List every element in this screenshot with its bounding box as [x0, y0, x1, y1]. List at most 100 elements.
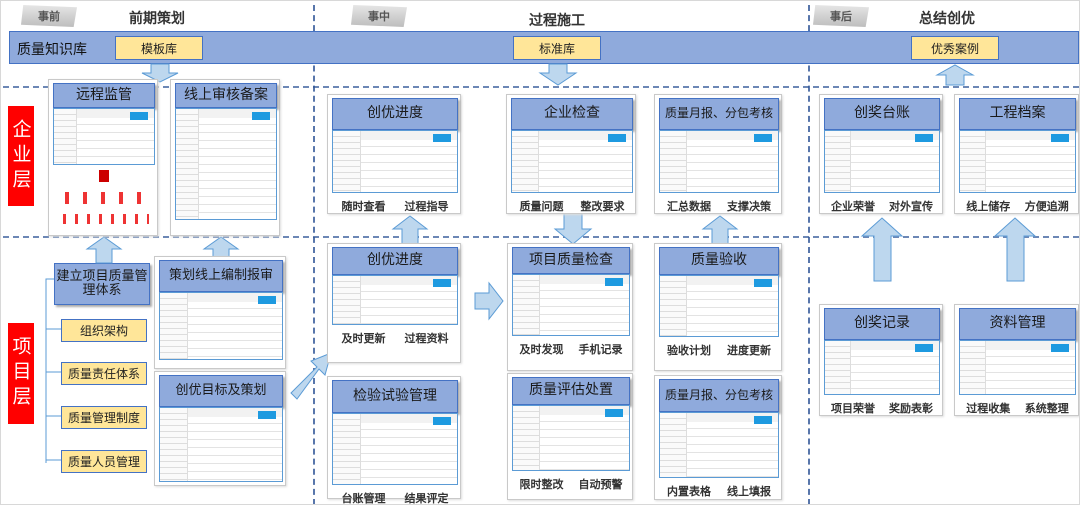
card-project-archive[interactable]: 工程档案线上储存方便追溯	[954, 94, 1079, 214]
thumbnail-button	[915, 134, 933, 142]
arrow-right-icon	[474, 281, 504, 321]
screenshot-thumbnail	[332, 275, 458, 325]
arrow-up-icon	[701, 215, 739, 246]
card-captions: 验收计划进度更新	[659, 342, 779, 358]
arrow-up-icon	[993, 217, 1037, 282]
caption: 质量问题	[519, 200, 564, 213]
phase-flag-before: 事前	[21, 5, 77, 27]
card-title: 质量月报、分包考核	[659, 379, 779, 412]
caption: 汇总数据	[667, 200, 711, 213]
screenshot-thumbnail	[332, 413, 458, 485]
system-title: 建立项目质量管理体系	[54, 263, 150, 305]
thumbnail-button	[433, 279, 451, 287]
card-test-management[interactable]: 检验试验管理台账管理结果评定	[327, 376, 461, 504]
arrow-down-icon	[553, 212, 593, 245]
caption: 支撑决策	[727, 200, 771, 213]
caption: 过程资料	[404, 332, 449, 345]
phase-title-planning: 前期策划	[129, 11, 185, 27]
thumbnail-button	[754, 279, 772, 287]
arrow-up-icon	[85, 236, 123, 264]
card-award-ledger[interactable]: 创奖台账企业荣誉对外宣传	[819, 94, 943, 214]
card-captions: 汇总数据 支撑决策	[659, 198, 779, 214]
thumbnail-button	[605, 278, 623, 286]
screenshot-thumbnail	[659, 130, 779, 193]
card-award-record[interactable]: 创奖记录项目荣誉奖励表彰	[819, 304, 943, 416]
card-monthly-report-project[interactable]: 质量月报、分包考核内置表格线上填报	[654, 375, 782, 500]
card-captions: 质量问题 整改要求	[511, 198, 633, 214]
card-captions: 台账管理结果评定	[332, 490, 458, 505]
layer-divider	[3, 86, 1079, 88]
caption: 及时发现	[519, 343, 564, 356]
card-title: 创优进度	[332, 247, 458, 275]
system-item-org: 组织架构	[61, 319, 147, 342]
screenshot-thumbnail	[175, 108, 277, 220]
layer-divider	[3, 236, 1079, 238]
card-captions: 项目荣誉奖励表彰	[824, 400, 940, 416]
caption: 进度更新	[727, 344, 771, 357]
card-project-inspection[interactable]: 项目质量检查及时发现手机记录	[507, 243, 633, 371]
knowledge-base-label: 质量知识库	[17, 42, 87, 58]
card-title: 质量评估处置	[512, 377, 630, 405]
card-monthly-report[interactable]: 质量月报、分包考核汇总数据支撑决策	[654, 94, 782, 214]
screenshot-thumbnail	[159, 407, 283, 482]
caption: 及时更新	[341, 332, 386, 345]
screenshot-thumbnail	[959, 130, 1076, 193]
card-captions: 企业荣誉对外宣传	[824, 198, 940, 214]
arrow-up-icon	[935, 64, 975, 86]
standard-library[interactable]: 标准库	[513, 36, 601, 60]
phase-divider	[313, 5, 315, 504]
thumbnail-button	[258, 411, 276, 419]
screenshot-thumbnail	[511, 130, 633, 193]
card-captions: 及时发现 手机记录	[512, 341, 630, 357]
card-remote-monitoring[interactable]: 远程监管	[48, 79, 158, 236]
phase-flag-after: 事后	[813, 5, 869, 27]
layer-enterprise: 企业层	[8, 106, 34, 206]
card-title: 线上审核备案	[175, 83, 277, 108]
thumbnail-button	[130, 112, 148, 120]
org-chart-thumbnail	[59, 170, 149, 230]
card-online-review[interactable]: 线上审核备案	[170, 79, 280, 236]
screenshot-thumbnail	[512, 405, 630, 471]
phase-divider	[808, 5, 810, 504]
screenshot-thumbnail	[959, 340, 1076, 395]
card-excellence-goal[interactable]: 创优目标及策划	[154, 371, 286, 486]
card-captions: 随时查看过程指导	[332, 198, 458, 214]
card-captions: 内置表格线上填报	[659, 483, 779, 499]
screenshot-thumbnail	[824, 130, 940, 193]
caption: 自动预警	[578, 478, 623, 491]
screenshot-thumbnail	[659, 412, 779, 478]
thumbnail-button	[1051, 344, 1069, 352]
caption: 过程收集	[966, 402, 1011, 415]
card-excellence-progress[interactable]: 创优进度随时查看过程指导	[327, 94, 461, 214]
phase-title-construction: 过程施工	[529, 13, 585, 29]
card-enterprise-inspection[interactable]: 企业检查质量问题整改要求	[506, 94, 636, 214]
card-title: 远程监管	[53, 83, 155, 108]
caption: 手机记录	[578, 343, 623, 356]
card-plan-online-review[interactable]: 策划线上编制报审	[154, 256, 286, 369]
excellent-cases[interactable]: 优秀案例	[911, 36, 999, 60]
template-library[interactable]: 模板库	[115, 36, 203, 60]
card-captions: 限时整改 自动预警	[512, 476, 630, 492]
screenshot-thumbnail	[824, 340, 940, 395]
screenshot-thumbnail	[512, 274, 630, 336]
card-quality-evaluation[interactable]: 质量评估处置限时整改 自动预警	[507, 373, 633, 500]
arrow-down-icon	[538, 63, 578, 86]
thumbnail-button	[754, 134, 772, 142]
caption: 整改要求	[580, 200, 625, 213]
arrow-diagonal-icon	[290, 352, 332, 400]
thumbnail-button	[608, 134, 626, 142]
card-excellence-progress-project[interactable]: 创优进度及时更新 过程资料	[327, 243, 461, 363]
caption: 结果评定	[404, 492, 449, 505]
caption: 内置表格	[667, 485, 711, 498]
caption: 限时整改	[519, 478, 564, 491]
caption: 系统整理	[1024, 402, 1069, 415]
thumbnail-button	[252, 112, 270, 120]
card-title: 质量验收	[659, 247, 779, 275]
card-document-management[interactable]: 资料管理过程收集系统整理	[954, 304, 1079, 416]
card-quality-acceptance[interactable]: 质量验收验收计划进度更新	[654, 243, 782, 371]
card-title: 创奖台账	[824, 98, 940, 130]
thumbnail-button	[433, 134, 451, 142]
thumbnail-button	[258, 296, 276, 304]
arrow-up-icon	[860, 217, 904, 282]
